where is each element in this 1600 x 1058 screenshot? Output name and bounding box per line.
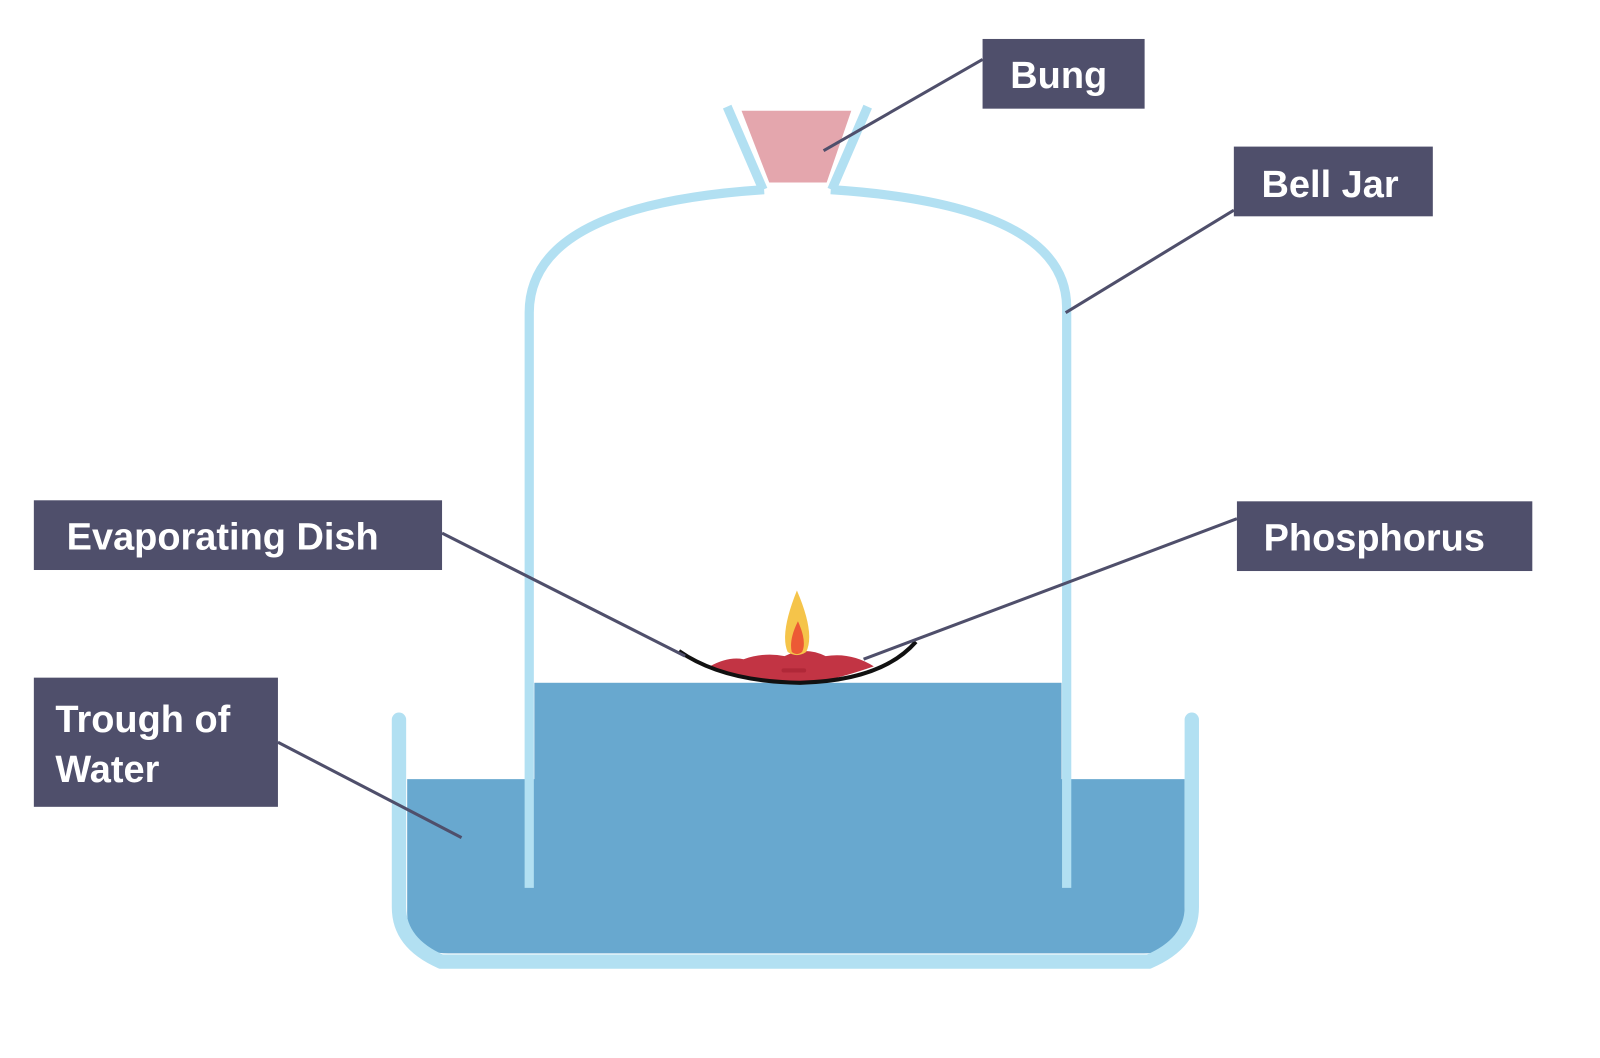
phosphorus-highlight xyxy=(781,668,807,673)
label-bell-jar: Bell Jar xyxy=(1233,146,1433,217)
label-trough-of-water: Trough of Water xyxy=(33,677,278,807)
jar-neck-right xyxy=(827,104,872,192)
flame-inner xyxy=(791,621,804,655)
phosphorus xyxy=(709,650,874,683)
phosphorus-leader-line xyxy=(863,517,1238,661)
label-phosphorus: Phosphorus xyxy=(1236,501,1533,572)
trough-leader-line xyxy=(277,740,463,839)
label-trough-text-line2: Water xyxy=(55,749,159,791)
label-bell-jar-text: Bell Jar xyxy=(1262,164,1399,206)
bung-leader-line xyxy=(822,58,984,153)
label-trough-text-line1: Trough of xyxy=(55,699,230,741)
trough xyxy=(391,712,1199,969)
evaporating-dish xyxy=(677,640,918,685)
jar-water xyxy=(534,682,1062,888)
bell-jar-leader-line xyxy=(1064,208,1235,314)
bell-jar xyxy=(524,185,1072,888)
bung xyxy=(741,110,852,183)
evaporating-dish-leader-line xyxy=(441,531,686,658)
label-phosphorus-text: Phosphorus xyxy=(1264,518,1485,560)
label-bung-text: Bung xyxy=(1010,55,1107,97)
label-evaporating-dish-text: Evaporating Dish xyxy=(67,517,379,559)
jar-neck-left xyxy=(722,104,768,192)
label-bung: Bung xyxy=(982,38,1145,109)
label-evaporating-dish: Evaporating Dish xyxy=(33,500,443,571)
